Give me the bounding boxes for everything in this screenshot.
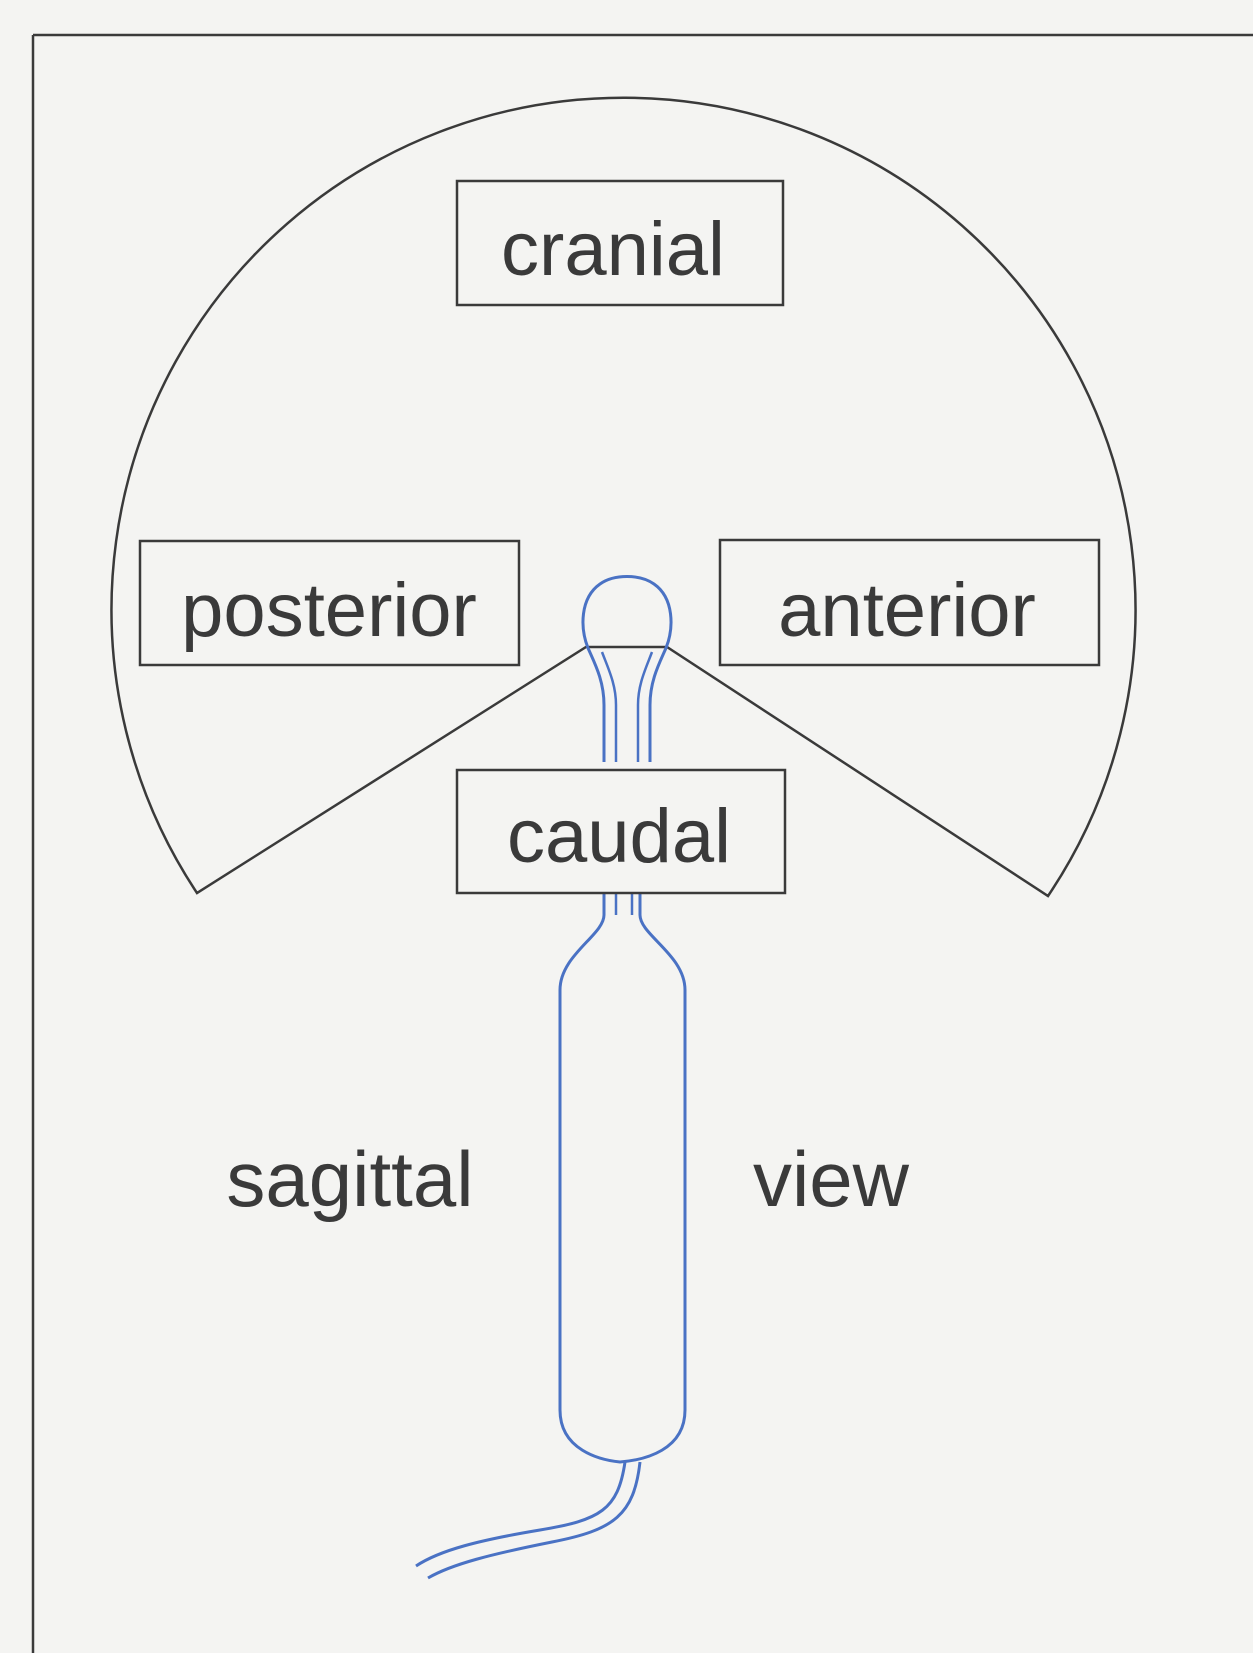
label-cranial: cranial: [501, 207, 725, 292]
label-posterior: posterior: [181, 568, 477, 653]
device-tail: [416, 1462, 625, 1566]
device-head-inner: [602, 652, 652, 762]
label-anterior: anterior: [778, 568, 1036, 653]
device-tail-inner: [428, 1462, 640, 1578]
device-body-inner: [616, 893, 632, 915]
label-view: view: [753, 1135, 910, 1223]
device-body: [560, 893, 685, 1462]
label-sagittal: sagittal: [226, 1135, 473, 1223]
device-head: [583, 577, 671, 763]
label-caudal: caudal: [507, 794, 731, 879]
